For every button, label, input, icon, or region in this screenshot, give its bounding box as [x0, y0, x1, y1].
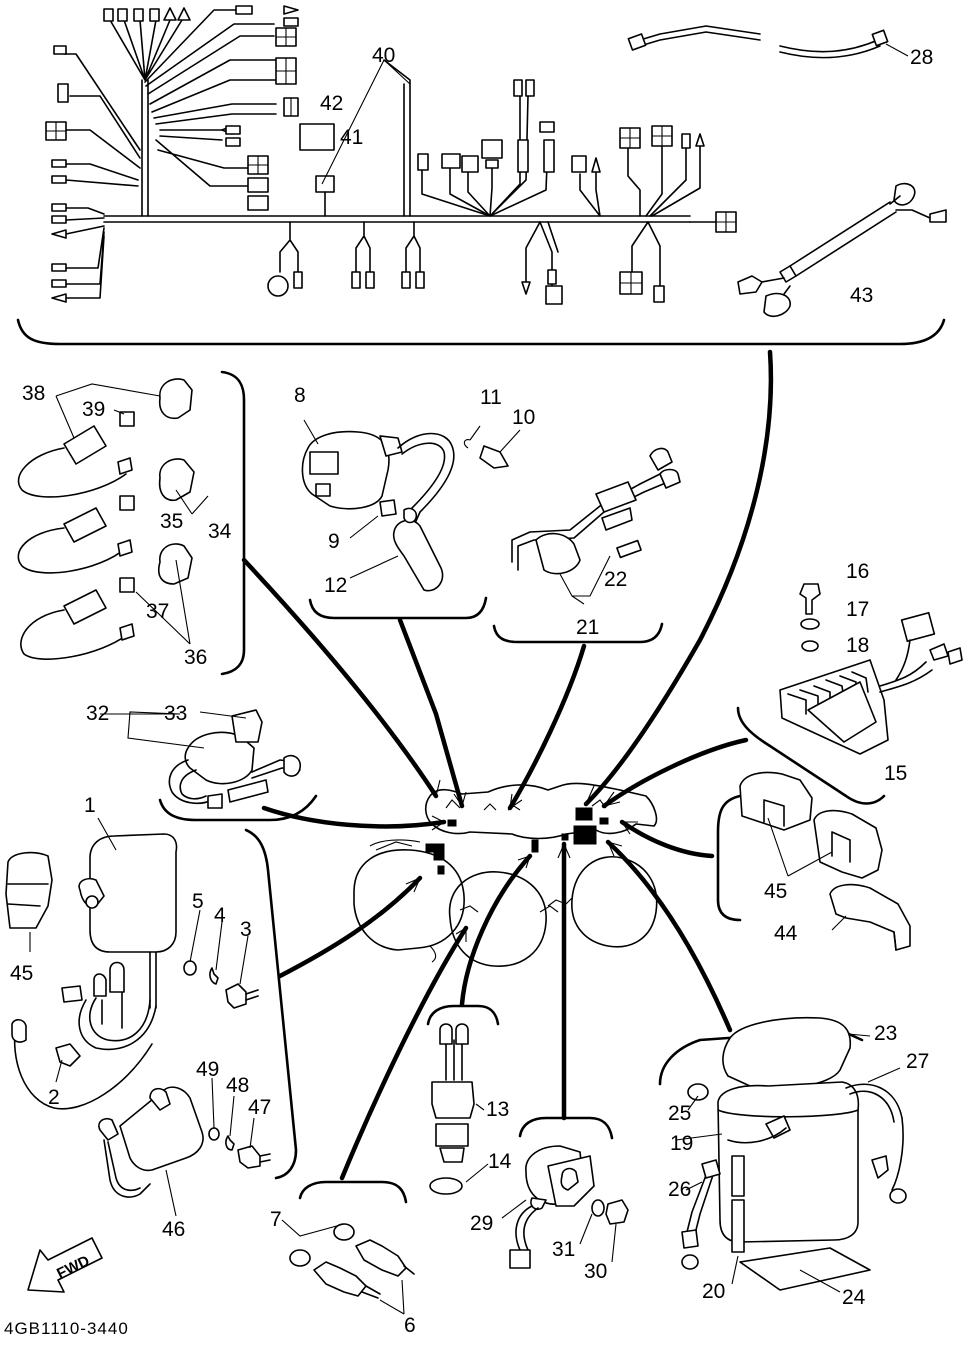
callout-8: 8: [294, 384, 306, 407]
cdi-group: [5, 817, 298, 1180]
callout-49: 49: [196, 1058, 219, 1081]
callout-2: 2: [48, 1086, 60, 1109]
callout-1: 1: [84, 794, 96, 817]
thermo-switch-group: [426, 1004, 500, 1195]
harness-connector: [45, 45, 69, 303]
starter-relay-group: [492, 447, 681, 644]
callout-26: 26: [668, 1178, 691, 1201]
neutral-switch-group: [100, 709, 318, 822]
callout-25: 25: [668, 1102, 691, 1125]
fwd-direction-arrow: FWD: [27, 1237, 103, 1293]
callout-5: 5: [192, 890, 204, 913]
callout-42: 42: [320, 92, 343, 115]
callout-41: 41: [340, 126, 363, 149]
callout-30: 30: [584, 1260, 607, 1283]
callout-34: 34: [208, 520, 232, 543]
drawing-code: 4GB1110-3440: [4, 1319, 129, 1338]
callout-22: 22: [604, 568, 627, 591]
callout-13: 13: [486, 1098, 509, 1121]
starter-motor-group: [501, 1116, 629, 1269]
callout-3: 3: [240, 918, 252, 941]
ignition-coil-group: [301, 419, 521, 620]
relay-41: [315, 175, 335, 217]
callout-20: 20: [702, 1280, 725, 1303]
callout-18: 18: [846, 634, 869, 657]
callout-6: 6: [404, 1314, 416, 1337]
callout-44: 44: [774, 922, 798, 945]
cover-parts-group: [716, 771, 911, 951]
callout-38: 38: [22, 382, 45, 405]
battery-group: [658, 1016, 907, 1293]
callout-37: 37: [146, 600, 169, 623]
wire-lead-28: [627, 25, 909, 59]
callout-4: 4: [214, 904, 226, 927]
frame-outline: [353, 782, 658, 967]
callout-29: 29: [470, 1212, 493, 1235]
callout-12: 12: [324, 574, 347, 597]
callout-36: 36: [184, 646, 207, 669]
callout-31: 31: [552, 1238, 575, 1261]
callout-48: 48: [226, 1074, 249, 1097]
callout-16: 16: [846, 560, 869, 583]
rectifier-regulator-group: [736, 583, 963, 805]
callout-7: 7: [270, 1208, 282, 1231]
callout-27: 27: [906, 1050, 929, 1073]
callout-28: 28: [910, 46, 933, 69]
callout-23: 23: [874, 1022, 897, 1045]
callout-9: 9: [328, 530, 340, 553]
callout-45-left: 45: [10, 962, 33, 985]
callout-24: 24: [842, 1286, 866, 1309]
wire-harness-assembly: [45, 5, 737, 305]
callout-15: 15: [884, 762, 907, 785]
harness-connector: [221, 123, 335, 211]
location-pointer-lines: [241, 349, 774, 1181]
callout-39: 39: [82, 398, 105, 421]
callout-40: 40: [372, 44, 395, 67]
callout-43: 43: [850, 284, 873, 307]
callout-47: 47: [248, 1096, 271, 1119]
callout-46: 46: [162, 1218, 185, 1241]
harness-bracket: [16, 318, 946, 346]
harness-connector: [103, 5, 299, 117]
coil-relay-group: [98, 1077, 271, 1217]
callout-17: 17: [846, 598, 869, 621]
callout-labels: 1 2 3 4 5 6 7 8 9 10 11 12 13 14 15 16 1…: [10, 44, 933, 1337]
sensor-group: [17, 370, 246, 676]
spark-plug-group: [281, 1180, 415, 1315]
callout-32: 32: [86, 702, 109, 725]
callout-11: 11: [480, 386, 502, 409]
callout-45-right: 45: [764, 880, 787, 903]
callout-35: 35: [160, 510, 183, 533]
callout-33: 33: [164, 702, 187, 725]
callout-21: 21: [576, 616, 599, 639]
callout-10: 10: [512, 406, 535, 429]
lead-43: [737, 182, 947, 318]
callout-19: 19: [670, 1132, 693, 1155]
callout-14: 14: [488, 1150, 512, 1173]
